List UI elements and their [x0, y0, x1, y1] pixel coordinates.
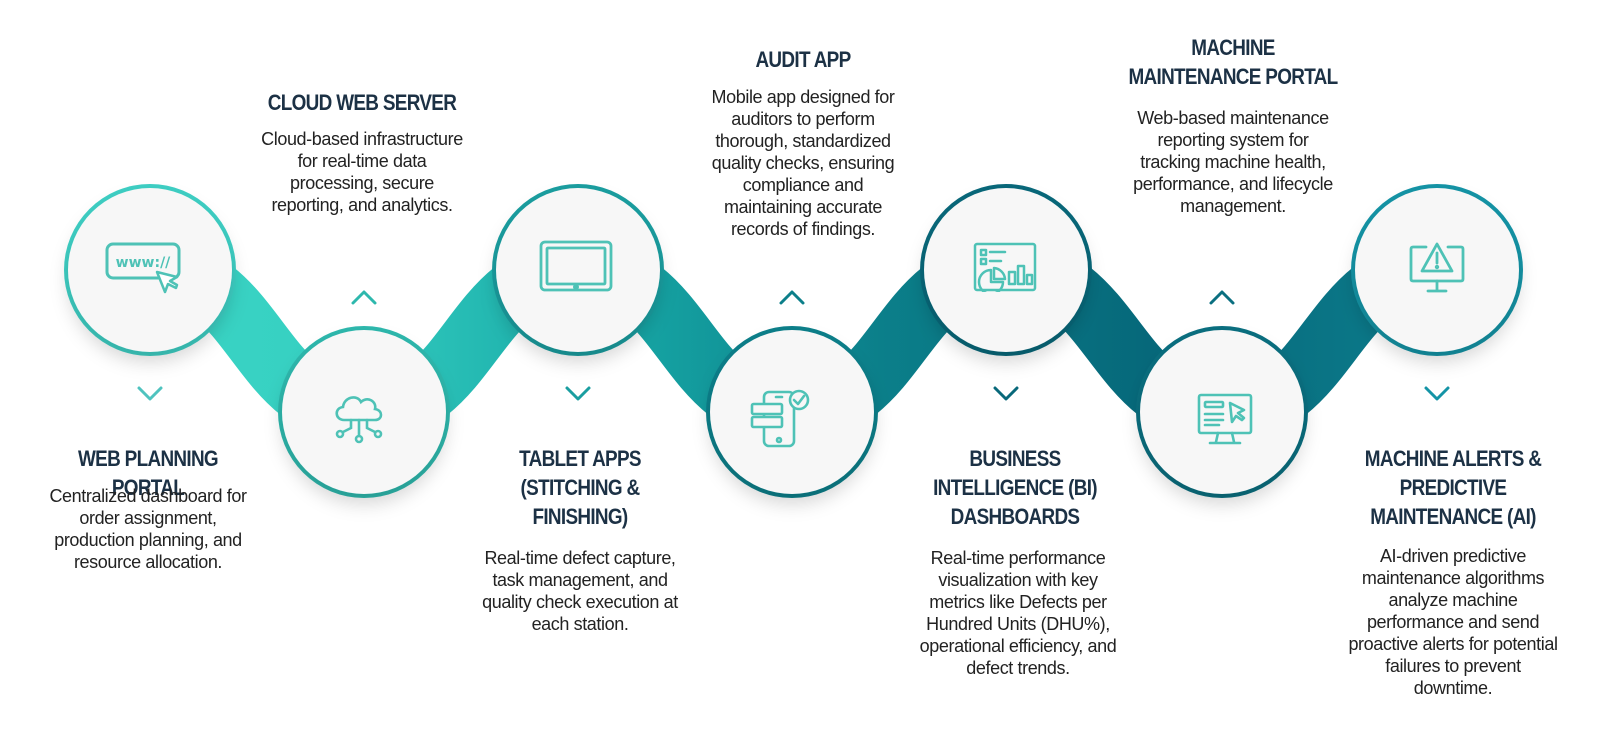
step-description-web-planning-portal: Centralized dashboard for order assignme… [49, 486, 247, 572]
chevron-up-icon-cloud-web-server [351, 290, 377, 305]
dashboard-chart-icon [973, 242, 1037, 297]
chevron-down-icon-machine-alerts [1424, 386, 1450, 401]
step-description-bi-dashboards: Real-time performance visualization with… [919, 548, 1117, 678]
step-title-machine-maintenance-portal: MACHINE MAINTENANCE PORTAL [1128, 35, 1338, 89]
monitor-alert-icon [1408, 241, 1466, 302]
step-title-tablet-apps: TABLET APPS (STITCHING & FINISHING) [519, 446, 641, 529]
step-title-cloud-web-server: CLOUD WEB SERVER [267, 90, 457, 115]
step-title-audit-app: AUDIT APP [755, 47, 851, 72]
node-circle-tablet-apps [496, 188, 660, 352]
step-title-machine-alerts: MACHINE ALERTS & PREDICTIVE MAINTENANCE … [1364, 446, 1542, 529]
node-circle-web-planning-portal [68, 188, 232, 352]
node-circle-bi-dashboards [924, 188, 1088, 352]
step-description-audit-app: Mobile app designed for auditors to perf… [711, 87, 895, 239]
step-description-cloud-web-server: Cloud-based infrastructure for real-time… [261, 129, 463, 215]
step-title-bi-dashboards: BUSINESS INTELLIGENCE (BI) DASHBOARDS [933, 446, 1098, 529]
web-browser-icon: www:// [103, 238, 187, 301]
tablet-icon [538, 239, 614, 300]
mobile-checklist-icon [750, 386, 812, 455]
monitor-cursor-icon [1196, 392, 1256, 453]
step-description-machine-maintenance-portal: Web-based maintenance reporting system f… [1133, 108, 1333, 216]
cloud-network-icon [330, 388, 388, 449]
chevron-down-icon-web-planning-portal [137, 386, 163, 401]
node-circle-machine-maintenance-portal [1140, 330, 1304, 494]
chevron-down-icon-tablet-apps [565, 386, 591, 401]
chevron-up-icon-audit-app [779, 290, 805, 305]
node-circle-cloud-web-server [282, 330, 446, 494]
node-circle-audit-app [710, 330, 874, 494]
step-title-web-planning-portal: WEB PLANNING PORTAL [78, 446, 219, 500]
step-description-machine-alerts: AI-driven predictive maintenance algorit… [1348, 546, 1558, 698]
chevron-up-icon-machine-maintenance-portal [1209, 290, 1235, 305]
svg-text:www://: www:// [116, 255, 172, 271]
chevron-down-icon-bi-dashboards [993, 386, 1019, 401]
step-description-tablet-apps: Real-time defect capture, task managemen… [482, 548, 678, 634]
